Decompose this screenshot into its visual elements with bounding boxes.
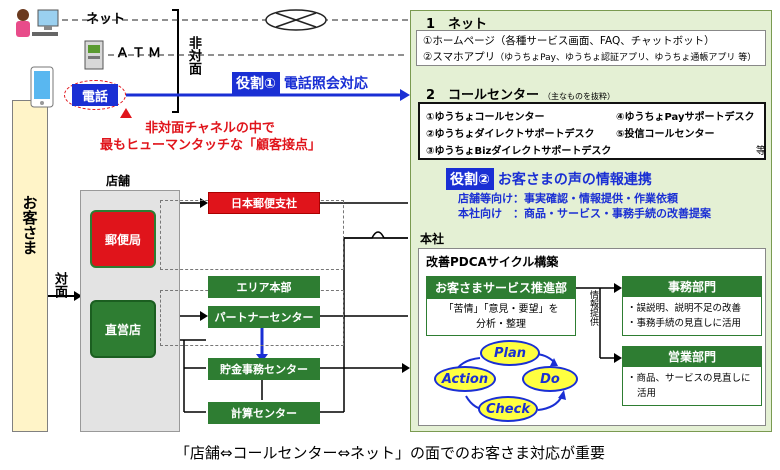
office-dept-box: 事務部門 <box>622 276 762 296</box>
call-section-title: 2 コールセンター <box>426 88 540 103</box>
calc-center-box: 計算センター <box>208 402 320 424</box>
sales-dept-box: 営業部門 <box>622 346 762 366</box>
pdca-title: 改善PDCAサイクル構築 <box>426 255 559 269</box>
call-section-header: 2 コールセンター （主なものを抜粋） <box>426 84 615 103</box>
annotation-line2: 最もヒューマンタッチな「顧客接点」 <box>100 138 322 153</box>
face-label: 対面 <box>52 272 67 298</box>
store-title: 店舗 <box>106 174 131 188</box>
call-item-3: ③ゆうちょBizダイレクトサポートデスク <box>426 146 612 157</box>
touchpoint-annotation: 非対面チャネルの中で 最もヒューマンタッチな「顧客接点」 <box>100 120 322 154</box>
sales-dept-desc: ・商品、サービスの見直しに 活用 <box>622 366 762 406</box>
pdca-check: Check <box>478 396 538 422</box>
role2-line1: 店舗等向け：事実確認・情報提供・作業依頼 <box>458 192 678 205</box>
role1-badge: 役割① <box>232 72 280 94</box>
role2-text: お客さまの声の情報連携 <box>497 172 652 188</box>
pdca-action: Action <box>434 366 496 392</box>
channel-atm-label: ＡＴＭ <box>116 46 165 61</box>
net-item-2: ②スマホアプリ（ゆうちょPay、ゆうちょ認証アプリ、ゆうちょ通帳アプリ 等） <box>423 51 757 63</box>
role1-text: 電話照会対応 <box>283 76 368 92</box>
jp-branch-box: 日本郵便支社 <box>208 192 320 214</box>
customer-bar <box>12 100 48 432</box>
pdca-plan: Plan <box>480 340 540 366</box>
area-hq-box: エリア本部 <box>208 276 320 298</box>
call-center-box: ①ゆうちょコールセンター ④ゆうちょPayサポートデスク ②ゆうちょダイレクトサ… <box>418 102 766 160</box>
office-dept-desc: ・誤説明、説明不足の改善 ・事務手続の見直しに活用 <box>622 296 762 336</box>
pdca-do: Do <box>522 366 578 392</box>
hq-title: 本社 <box>420 232 445 246</box>
cs-promo-box: お客さまサービス推進部 <box>426 276 576 298</box>
net-item-1: ①ホームページ（各種サービス画面、FAQ、チャットボット） <box>423 35 715 47</box>
call-section-note: （主なものを抜粋） <box>543 92 616 101</box>
role2: 役割② お客さまの声の情報連携 <box>446 168 652 190</box>
annotation-line1: 非対面チャネルの中で <box>145 121 275 136</box>
call-item-5: ⑤投信コールセンター <box>616 129 715 140</box>
role2-details: 店舗等向け：事実確認・情報提供・作業依頼 本社向け ：商品・サービス・事務手続の… <box>458 191 711 221</box>
bottom-caption: 「店舗⇔コールセンター⇔ネット」の面でのお客さま対応が重要 <box>174 444 606 462</box>
post-office-box: 郵便局 <box>90 210 156 268</box>
call-item-2: ②ゆうちょダイレクトサポートデスク <box>426 129 595 140</box>
phone-highlight-oval <box>64 80 126 110</box>
channel-phone-label: 電話 <box>72 84 118 106</box>
person-computer-icon <box>16 9 59 37</box>
cs-promo-desc: 「苦情」「意見・要望」を 分析・整理 <box>426 298 576 336</box>
call-item-1: ①ゆうちょコールセンター <box>426 112 545 123</box>
customer-label: お客さま <box>20 195 39 255</box>
role2-line2: 本社向け ：商品・サービス・事務手続の改善提案 <box>458 207 711 220</box>
call-etc: 等 <box>756 146 766 157</box>
role2-badge: 役割② <box>446 168 494 190</box>
atm-icon <box>84 40 104 70</box>
call-item-4: ④ゆうちょPayサポートデスク <box>616 112 755 123</box>
partner-center-box: パートナーセンター <box>208 306 320 328</box>
savings-center-box: 貯金事務センター <box>208 358 320 380</box>
info-label: 情報提供 <box>588 290 598 326</box>
net-section-title: 1 ネット <box>426 17 488 32</box>
info-arrows <box>576 283 622 363</box>
role1: 役割① 電話照会対応 <box>232 72 368 94</box>
net-section-box: ①ホームページ（各種サービス画面、FAQ、チャットボット） ②スマホアプリ（ゆう… <box>416 30 766 66</box>
smartphone-icon <box>30 66 54 108</box>
direct-store-box: 直営店 <box>90 300 156 358</box>
non-face-bracket <box>172 9 179 113</box>
